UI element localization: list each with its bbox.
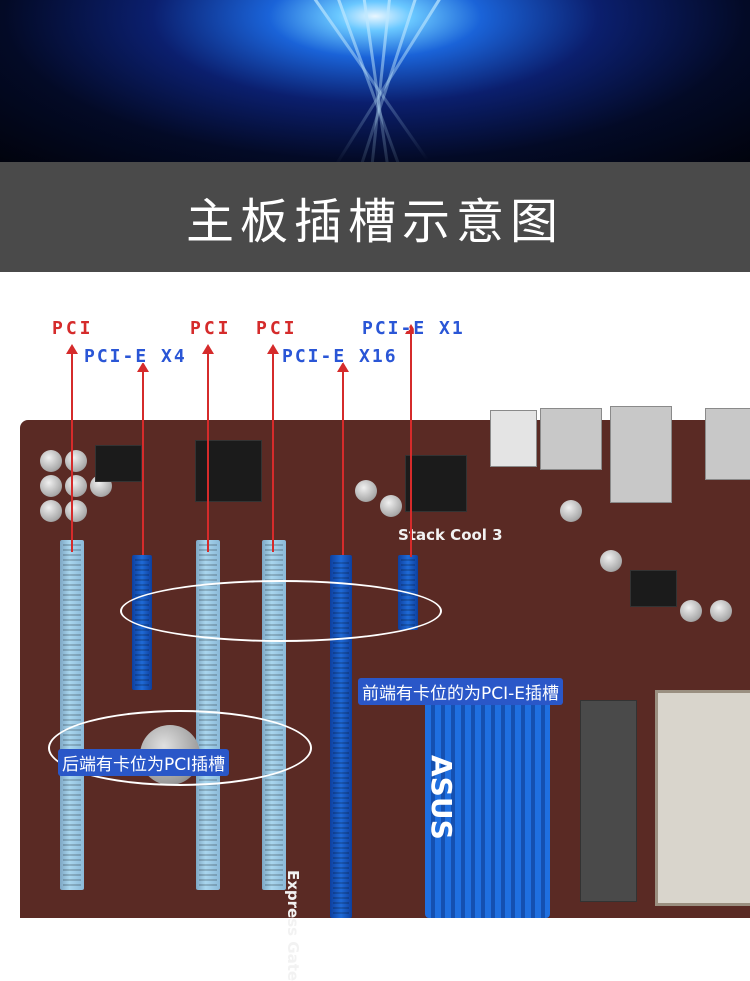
label-pci-1: PCI bbox=[52, 318, 94, 339]
usb3-port bbox=[540, 408, 602, 470]
capacitor bbox=[40, 475, 62, 497]
arrow-pci-1 bbox=[66, 344, 78, 552]
capacitor bbox=[710, 600, 732, 622]
chip bbox=[405, 455, 467, 512]
capacitor bbox=[560, 500, 582, 522]
capacitor bbox=[40, 500, 62, 522]
capacitor bbox=[355, 480, 377, 502]
pcie-note: 前端有卡位的为PCI-E插槽 bbox=[358, 678, 564, 705]
capacitor bbox=[40, 450, 62, 472]
io-chip bbox=[195, 440, 262, 502]
page-title: 主板插槽示意图 bbox=[185, 194, 564, 250]
pci-latch-ellipse bbox=[48, 710, 312, 786]
title-bar: 主板插槽示意图 bbox=[0, 162, 750, 272]
label-pcie-x16: PCI-E X16 bbox=[282, 346, 398, 367]
hero-banner bbox=[0, 0, 750, 162]
lan-port bbox=[610, 406, 672, 503]
pci-note: 后端有卡位为PCI插槽 bbox=[58, 749, 230, 776]
chip bbox=[95, 445, 142, 482]
stack-cool-text: Stack Cool 3 bbox=[398, 526, 503, 544]
arrow-pci-3 bbox=[267, 344, 279, 552]
capacitor bbox=[680, 600, 702, 622]
capacitor bbox=[65, 450, 87, 472]
arrow-pci-2 bbox=[202, 344, 214, 552]
arrow-pcie-x4 bbox=[137, 362, 149, 555]
cpu-socket bbox=[655, 690, 750, 906]
pcie-latch-ellipse bbox=[120, 580, 442, 642]
motherboard: Stack Cool 3 Express Gate ASUS bbox=[20, 406, 750, 981]
express-gate-text: Express Gate bbox=[284, 870, 302, 981]
capacitor bbox=[600, 550, 622, 572]
arrow-pcie-x1 bbox=[405, 324, 417, 557]
pci-slot-1 bbox=[60, 540, 84, 890]
label-pcie-x1: PCI-E X1 bbox=[362, 318, 465, 339]
usb-port bbox=[705, 408, 750, 480]
label-pcie-x4: PCI-E X4 bbox=[84, 346, 187, 367]
chip bbox=[630, 570, 677, 607]
capacitor bbox=[65, 500, 87, 522]
capacitor bbox=[380, 495, 402, 517]
label-pci-2: PCI bbox=[190, 318, 232, 339]
audio-port bbox=[490, 410, 537, 467]
chipset-heatsink bbox=[425, 680, 550, 918]
socket-retention bbox=[580, 700, 637, 902]
label-pci-3: PCI bbox=[256, 318, 298, 339]
arrow-pcie-x16 bbox=[337, 362, 349, 555]
asus-logo-text: ASUS bbox=[425, 755, 458, 840]
pcie-x16-slot bbox=[330, 555, 352, 918]
capacitor bbox=[65, 475, 87, 497]
motherboard-photo: Stack Cool 3 Express Gate ASUS PCI PCI-E… bbox=[0, 272, 750, 981]
